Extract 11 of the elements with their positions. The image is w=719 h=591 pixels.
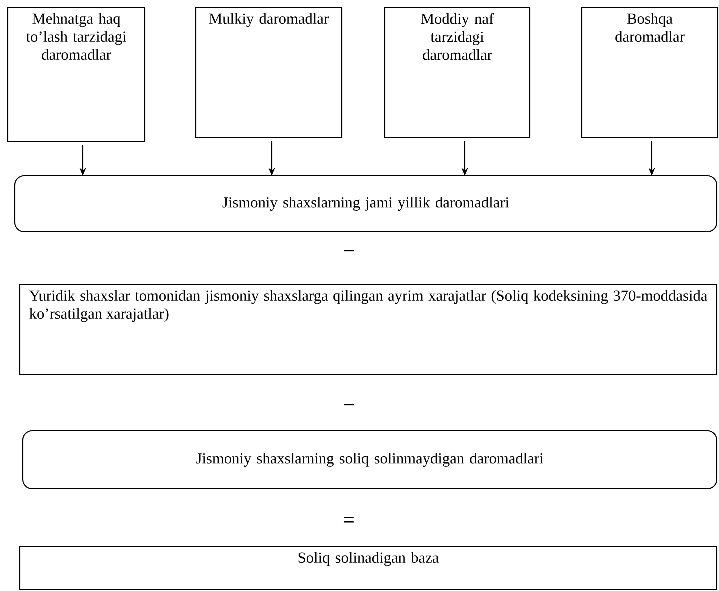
process-box: Boshqa daromadlar xyxy=(581,7,719,139)
process-box: Yuridik shaxslar tomonidan jismoniy shaxslarga qilingan ayrim xarajatlar (Soliq kodeksining 370-moddasida ko’rsatilgan xarajatlar) xyxy=(19,284,718,376)
rounded-box: Jismoniy shaxslarning jami yillik daromadlari xyxy=(14,175,718,233)
process-box: Mulkiy daromadlar xyxy=(195,7,343,139)
process-box: Soliq solinadigan baza xyxy=(19,546,718,591)
operator-sign: = xyxy=(344,517,354,523)
operator-sign: − xyxy=(344,404,354,406)
process-box: Mehnatga haq to’lash tarzidagi daromadlar xyxy=(7,7,146,143)
operator-sign: − xyxy=(344,250,354,252)
process-box: Moddiy naf tarzidagi daromadlar xyxy=(384,7,531,139)
rounded-box: Jismoniy shaxslarning soliq solinmaydigan daromadlari xyxy=(22,430,718,490)
